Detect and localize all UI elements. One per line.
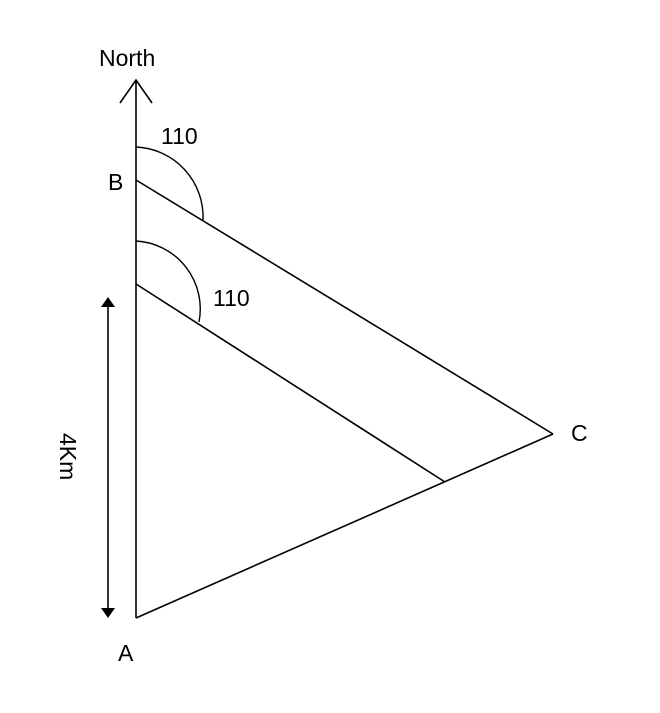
angle-arc-lower (135, 240, 201, 323)
line-a-c (135, 433, 554, 619)
point-b-label: B (108, 169, 123, 195)
angle-lower-label: 110 (213, 285, 250, 311)
angle-arc-at-b (135, 146, 204, 221)
north-arrow-icon (119, 78, 153, 104)
parallel-bearing-line (135, 283, 446, 483)
north-label: North (99, 45, 155, 71)
angle-at-b-label: 110 (161, 123, 198, 149)
line-b-c (135, 179, 554, 435)
point-c-label: C (571, 420, 588, 446)
distance-label: 4Km (55, 433, 81, 480)
point-a-label: A (118, 640, 134, 666)
